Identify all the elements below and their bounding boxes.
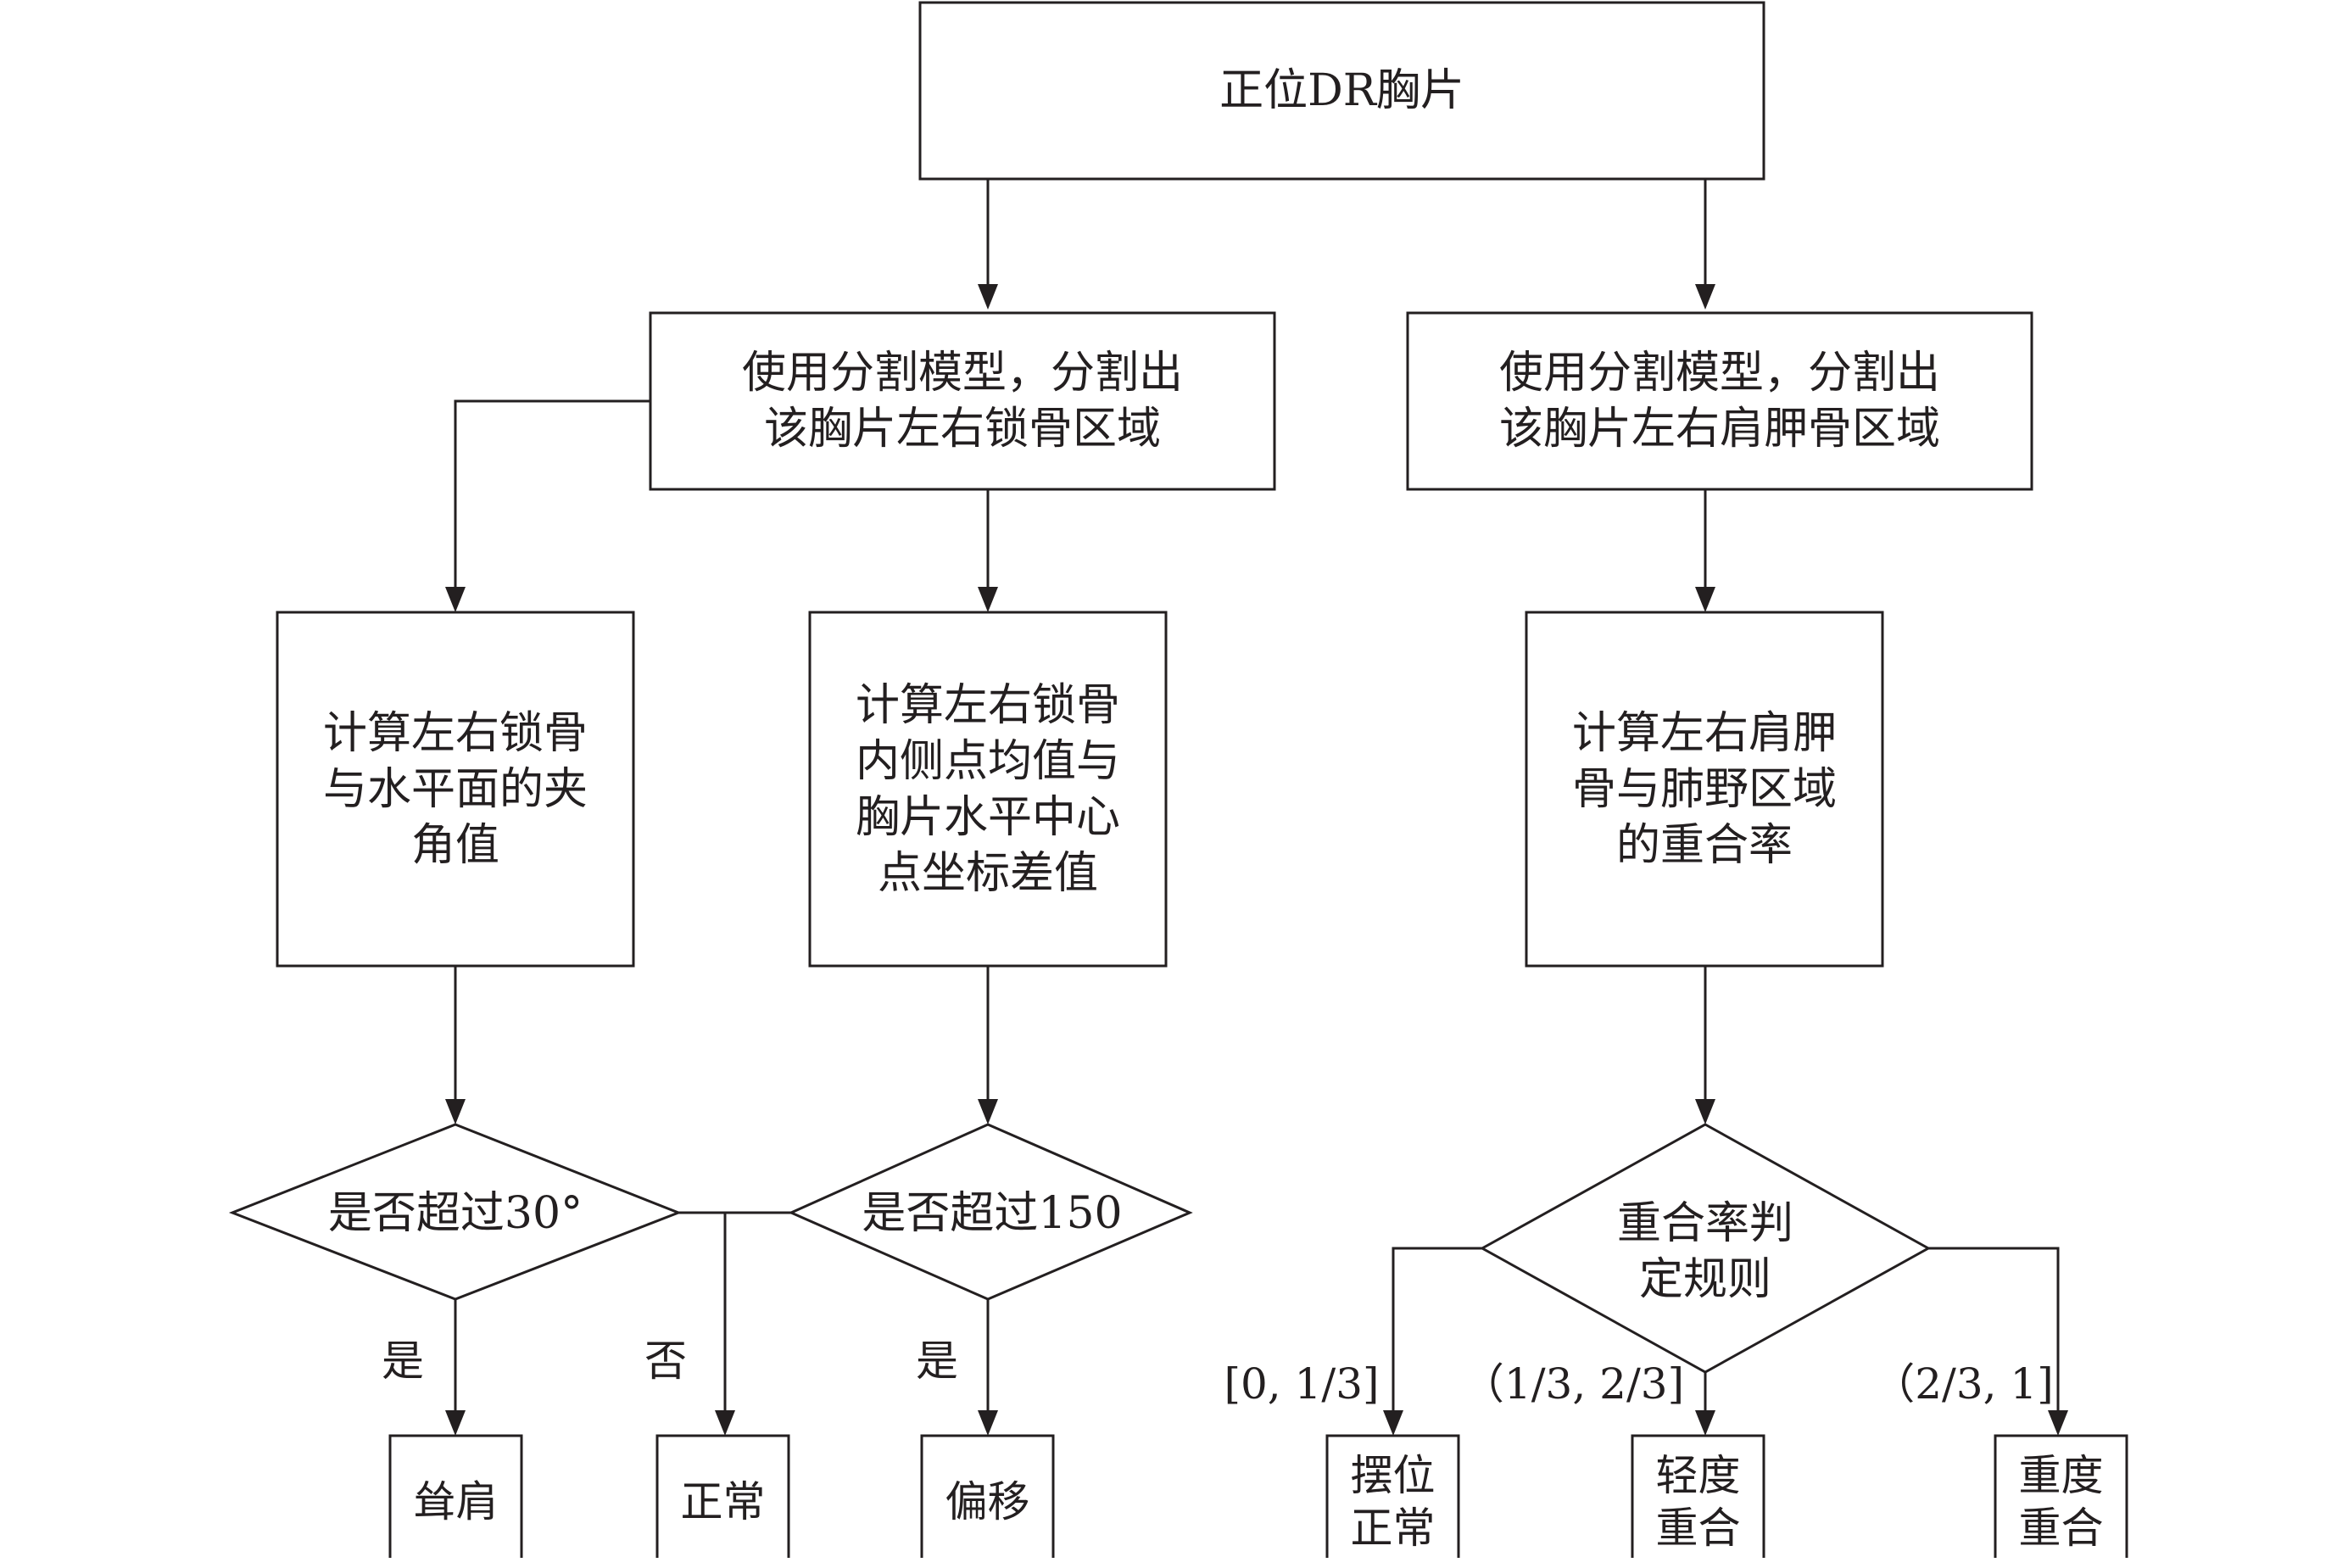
arrowhead (445, 587, 466, 612)
overlap-rule-decision-label: 重合率判 定规则 (1616, 1198, 1793, 1305)
shrug-result-label: 耸肩 (413, 1477, 499, 1526)
normal-result-label: 正常 (680, 1477, 766, 1526)
edge-rule-low (1392, 1247, 1482, 1410)
shift-result-label: 偏移 (945, 1477, 1030, 1526)
offset-decision-node (788, 1123, 1193, 1301)
severe-overlap-result-node (1994, 1434, 2128, 1558)
edge-label-range-low: [0, 1/3] (1224, 1359, 1380, 1409)
offset-calculation-label: 计算左右锁骨 内侧点均值与 胸片水平中心 点坐标差值 (855, 679, 1120, 899)
mild-overlap-result-label: 轻度 重合 (1655, 1451, 1741, 1553)
shrug-result-node (388, 1434, 523, 1558)
arrowhead (2048, 1410, 2068, 1436)
angle-calculation-label: 计算左右锁骨 与水平面的夹 角值 (322, 707, 588, 871)
severe-overlap-result-label: 重度 重合 (2018, 1451, 2104, 1553)
clavicle-segmentation-label: 使用分割模型，分割出 该胸片左右锁骨区域 (741, 348, 1183, 455)
arrowhead (1695, 284, 1715, 310)
angle-decision-label: 是否超过30° (327, 1188, 583, 1239)
edge-label-range-high: （2/3, 1] (1872, 1359, 2054, 1409)
edge-label-yes-left: 是 (382, 1336, 424, 1386)
edge-label-no: 否 (644, 1336, 687, 1386)
edge-checks-no (678, 1211, 791, 1410)
shift-result-node (920, 1434, 1055, 1558)
arrowhead (978, 587, 998, 612)
arrowhead (715, 1410, 735, 1436)
overlap-calculation-label: 计算左右肩胛 骨与肺野区域 的重合率 (1571, 707, 1837, 871)
normal-result-node (655, 1434, 790, 1558)
arrowhead (1695, 587, 1715, 612)
angle-decision-node (228, 1123, 683, 1301)
mild-overlap-result-node (1631, 1434, 1765, 1558)
edge-clavicle-to-angle (454, 399, 650, 587)
arrowhead (445, 1099, 466, 1124)
scapula-segmentation-label: 使用分割模型，分割出 该胸片左右肩胛骨区域 (1498, 348, 1940, 455)
position-normal-result-node (1325, 1434, 1460, 1558)
arrowhead (1695, 1410, 1715, 1436)
edge-rule-high (1928, 1247, 2060, 1410)
input-label: 正位DR胸片 (1219, 65, 1464, 116)
arrowhead (1383, 1410, 1403, 1436)
angle-calculation-node (276, 611, 635, 968)
edge-label-range-mid: （1/3, 2/3] (1461, 1359, 1685, 1409)
arrowhead (445, 1410, 466, 1436)
edge-label-yes-right: 是 (916, 1336, 958, 1386)
arrowhead (978, 1410, 998, 1436)
scapula-segmentation-node (1406, 311, 2033, 491)
overlap-rule-decision-node (1479, 1123, 1932, 1374)
position-normal-result-label: 摆位 正常 (1350, 1451, 1436, 1553)
arrowhead (1695, 1099, 1715, 1124)
input-node (918, 1, 1765, 181)
offset-calculation-node (808, 611, 1168, 968)
overlap-calculation-node (1525, 611, 1884, 968)
clavicle-segmentation-node (649, 311, 1276, 491)
arrowhead (978, 284, 998, 310)
arrowhead (978, 1099, 998, 1124)
offset-decision-label: 是否超过150 (862, 1188, 1123, 1239)
